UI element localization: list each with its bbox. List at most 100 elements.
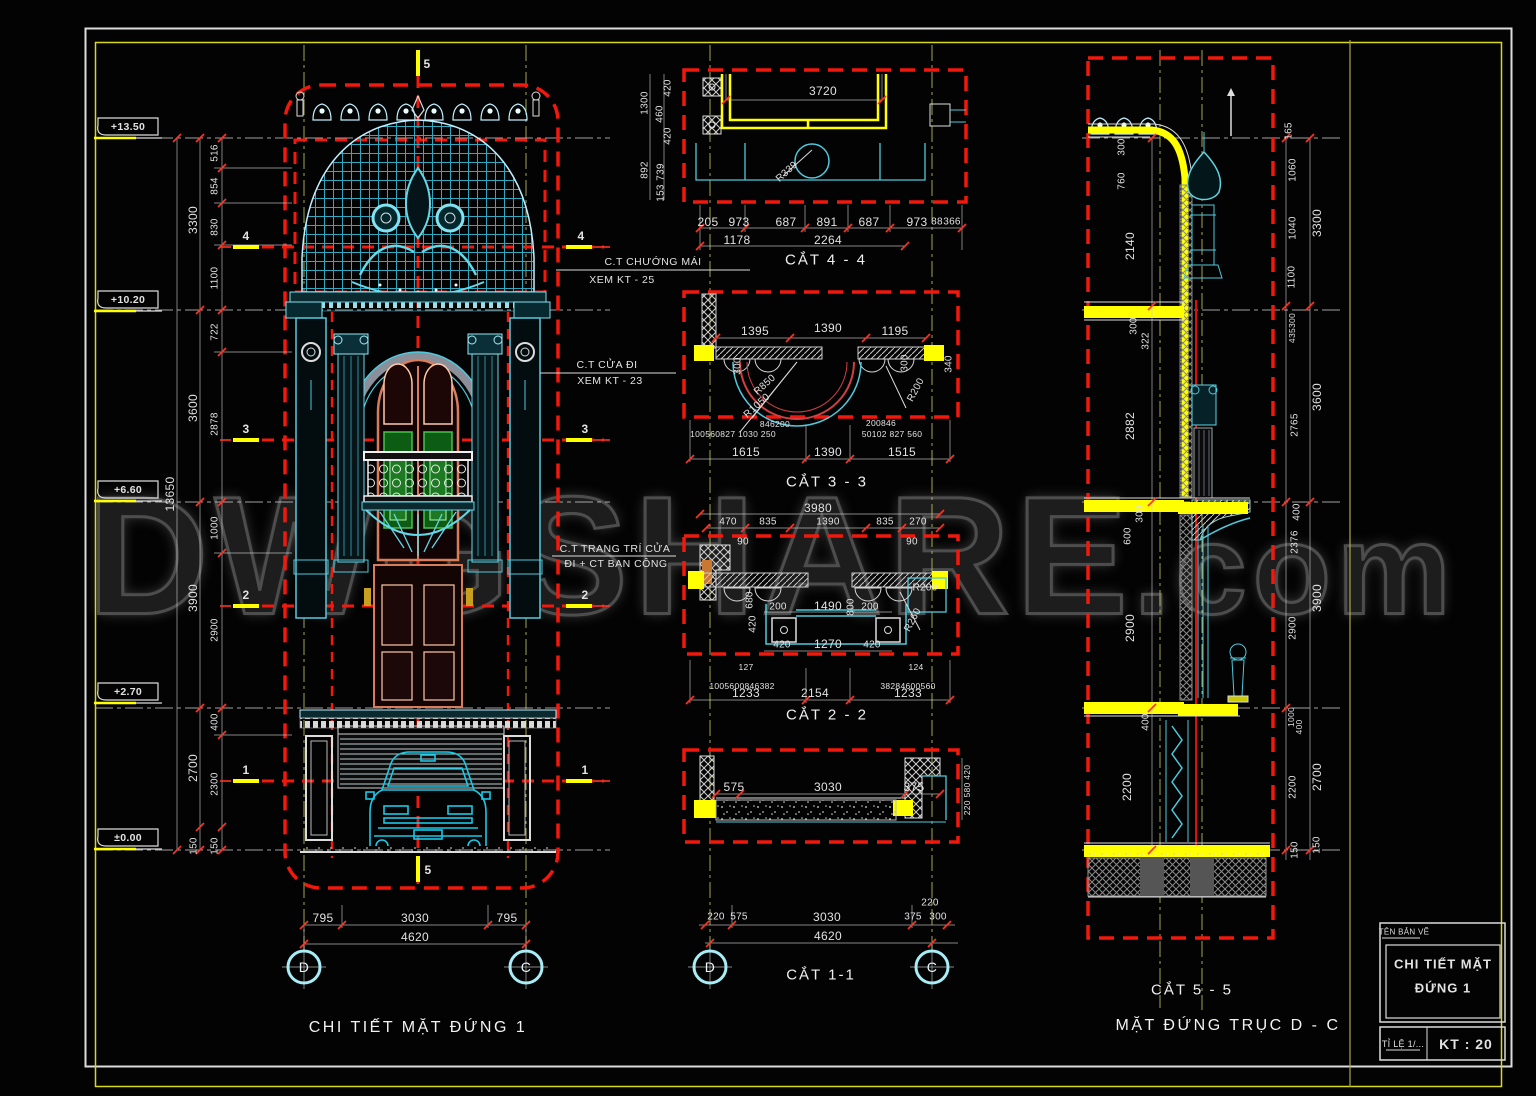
dim-label: 739 [655,163,667,181]
dim-label: 1390 [814,445,842,459]
sheet-border-yellow [94,41,1503,1088]
dim-label: 220 580 420 [962,764,972,816]
section-marker: 4 [577,229,585,243]
dim-label: 795 [312,911,334,925]
dim-label: 835 [876,516,894,528]
section-3-3-drawing [682,290,960,462]
dwgshare-watermark: DWGSHARE.com [86,460,1456,653]
section-1-1-drawing [682,748,963,944]
dim-label: 3030 [813,910,841,924]
level-flags [94,117,162,851]
dim-label: 270 [909,516,927,528]
dim-label: 830 [209,218,221,236]
dim-label: 420 [773,639,791,651]
section-title: CẮT 4 - 4 [785,251,867,269]
dim-label: 420 [662,79,674,97]
dim-label: 760 [1116,172,1128,190]
dimension-ticks [172,95,1315,949]
grid-bubbles [282,945,954,989]
title-block-kt: KT : 20 [1439,1036,1493,1052]
section-4-4-drawing [649,68,968,250]
dim-label: 3030 [401,911,429,925]
dim-label: 2765 [1289,413,1301,437]
title-block-frame [1379,922,1506,1061]
grid-bubble-d: D [704,959,716,975]
dim-label: 400 [1140,713,1152,731]
dim-label: 973 [728,215,750,229]
title-block-name: CHI TIẾT MẶT [1394,956,1492,972]
dim-label: 835 [759,516,777,528]
section-title: CẮT 3 - 3 [786,473,868,491]
dim-label: 100560827 1030 250 [690,429,776,439]
dim-label: 1178 [723,233,751,247]
dim-label: 1270 [814,637,842,651]
dim-label: 2376 [1289,530,1301,554]
dim-label: 460 [654,105,666,123]
dim-label: 200846 [865,418,897,428]
dim-label: 300 [732,357,744,375]
dim-label: 1005600846382 [709,681,775,691]
dim-label: 1040 [1287,216,1299,240]
dim-label: 795 [496,911,518,925]
dim-label: 470 [719,516,737,528]
dim-label: 322 [1140,332,1152,350]
dim-label: 575 [730,911,748,923]
dim-label: 1515 [888,445,916,459]
dim-label: 375 [903,780,925,794]
facade-elevation [262,56,604,890]
dim-label: 300 [1128,317,1140,335]
dim-label: 687 [775,215,797,229]
title-block-name: ĐỨNG 1 [1414,980,1472,996]
dim-label: 200 [861,601,879,613]
section-marker: 1 [581,763,589,777]
dim-label: 722 [209,323,221,341]
dim-label: 90 [906,536,918,548]
dim-label: 2140 [1123,232,1137,260]
section-marker: 2 [242,588,250,602]
level-label: +2.70 [113,686,143,698]
dim-label: 13650 [163,476,177,512]
dim-label: 2300 [209,772,221,796]
dim-label: 973 [906,215,928,229]
section-cut-markers [220,50,610,882]
dim-label: 3600 [186,394,200,422]
dim-label: 1000 [209,516,221,540]
dim-label: 1060 [1287,158,1299,182]
note-label: XEM KT - 23 [577,375,643,387]
dim-label: 165 [1283,122,1295,140]
dim-label: 2200 [1287,775,1299,799]
dim-label: 127 [738,662,754,672]
dim-label: 300 [899,354,911,372]
note-label: XEM KT - 25 [589,274,655,286]
dim-label: 400 [1294,719,1304,735]
grid-bubble-d: D [298,959,310,975]
dim-label: 1233 [894,686,922,700]
dim-label: 220 [921,897,939,909]
dim-label: 300 [929,911,947,923]
car-drawing [365,751,491,847]
dim-label: 1390 [816,516,840,528]
dim-label: 38284600560 [880,681,936,691]
section-marker: 2 [581,588,589,602]
dim-label: 892 [639,161,651,179]
dim-label: 1100 [1286,265,1298,289]
grid-bubble-c: C [520,959,532,975]
section-title: CẮT 1-1 [786,966,856,984]
dim-label: 3300 [186,206,200,234]
dim-label: 420 [863,639,881,651]
dim-label: 687 [858,215,880,229]
note-label: ĐI + CT BAN CÔNG [564,558,668,570]
dim-label: 3900 [186,584,200,612]
dim-label: 435300 [1287,312,1297,344]
drawing-title-right: MẶT ĐỨNG TRỤC D - C [1115,1017,1341,1034]
dim-label: 200 [769,601,787,613]
dim-label: 3980 [804,501,832,515]
grid-bubble-c: C [926,959,938,975]
dim-label: 2700 [186,754,200,782]
sheet-border-white [84,27,1513,1068]
dim-label: 2700 [1310,763,1324,791]
dim-label: 1195 [881,324,909,338]
dim-label: 340 [943,355,955,373]
